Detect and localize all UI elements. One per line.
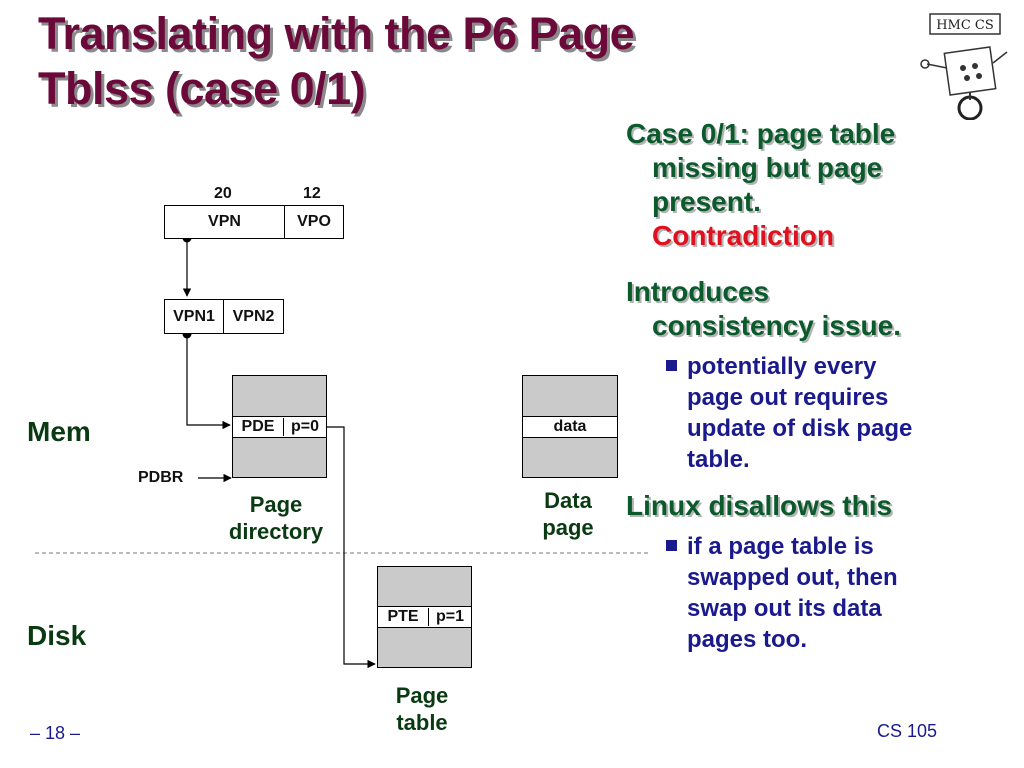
- sub-bullet-swap: if a page table is swapped out, then swa…: [626, 531, 1021, 655]
- square-bullet-icon: [666, 540, 677, 551]
- slide-title: Translating with the P6 Page Tblss (case…: [38, 6, 818, 116]
- contradiction-highlight: Contradiction: [652, 220, 834, 251]
- page-directory-caption: Page directory: [214, 491, 338, 545]
- vpo-bits-label: 12: [303, 185, 321, 202]
- title-line-2: Tblss (case 0/1): [38, 63, 366, 114]
- square-bullet-icon: [666, 360, 677, 371]
- vpn2-field: VPN2: [223, 299, 284, 334]
- pde-to-page-table-arrow: [326, 426, 376, 669]
- sub-bullet-line: table.: [687, 446, 750, 473]
- bullet-line: Introduces: [626, 276, 770, 307]
- caption-line: directory: [228, 519, 324, 544]
- bullet-consistency: Introduces consistency issue.: [626, 275, 1021, 343]
- sub-bullet-line: page out requires: [687, 384, 889, 411]
- pte-label: PTE: [378, 608, 429, 626]
- pde-row: PDE p=0: [232, 416, 327, 438]
- vpn-bits-label: 20: [214, 185, 232, 202]
- logo-text: HMC CS: [936, 18, 994, 33]
- bullet-list: Case 0/1: page table missing but page pr…: [626, 117, 1021, 655]
- sub-bullet-line: swap out its data: [687, 595, 882, 622]
- caption-line: table: [396, 710, 448, 735]
- bullet-line: missing but page: [652, 152, 883, 183]
- bullet-line: present.: [652, 186, 761, 217]
- sub-bullet-line: pages too.: [687, 626, 808, 653]
- course-label: CS 105: [877, 721, 938, 741]
- bullet-linux: Linux disallows this: [626, 489, 1021, 523]
- mem-label: Mem: [27, 416, 91, 447]
- caption-line: page: [542, 515, 594, 540]
- data-page-caption: Data page: [508, 487, 628, 541]
- caption-line: Page: [395, 683, 449, 708]
- disk-label: Disk: [27, 620, 87, 651]
- pde-label: PDE: [233, 418, 284, 436]
- vpo-field: VPO: [284, 205, 344, 239]
- pdbr-label: PDBR: [138, 469, 184, 486]
- caption-line: Page: [249, 492, 303, 517]
- sub-bullet-line: potentially every: [687, 353, 877, 380]
- vpn-field: VPN: [164, 205, 285, 239]
- bullet-line: Linux disallows this: [626, 490, 893, 521]
- hmc-cs-logo-icon: HMC CS: [920, 13, 1008, 120]
- bullet-line: consistency issue.: [652, 310, 902, 341]
- bullet-case01: Case 0/1: page table missing but page pr…: [626, 117, 1021, 253]
- vpn1-to-pde-arrow: [186, 334, 231, 430]
- sub-bullet-line: if a page table is: [687, 533, 874, 560]
- page-table-caption: Page table: [362, 682, 482, 736]
- data-row: data: [522, 416, 618, 438]
- pte-row: PTE p=1: [377, 606, 472, 628]
- pte-flag: p=1: [435, 608, 464, 625]
- title-line-1: Translating with the P6 Page: [38, 8, 635, 59]
- sub-bullet-line: swapped out, then: [687, 564, 898, 591]
- caption-line: Data: [544, 488, 592, 513]
- sub-bullet-line: update of disk page: [687, 415, 913, 442]
- page-number: – 18 –: [30, 723, 81, 743]
- vpn1-field: VPN1: [164, 299, 224, 334]
- bullet-line: Case 0/1: page table: [626, 118, 896, 149]
- sub-bullet-page-out: potentially every page out requires upda…: [626, 351, 1021, 475]
- pde-flag: p=0: [290, 418, 319, 435]
